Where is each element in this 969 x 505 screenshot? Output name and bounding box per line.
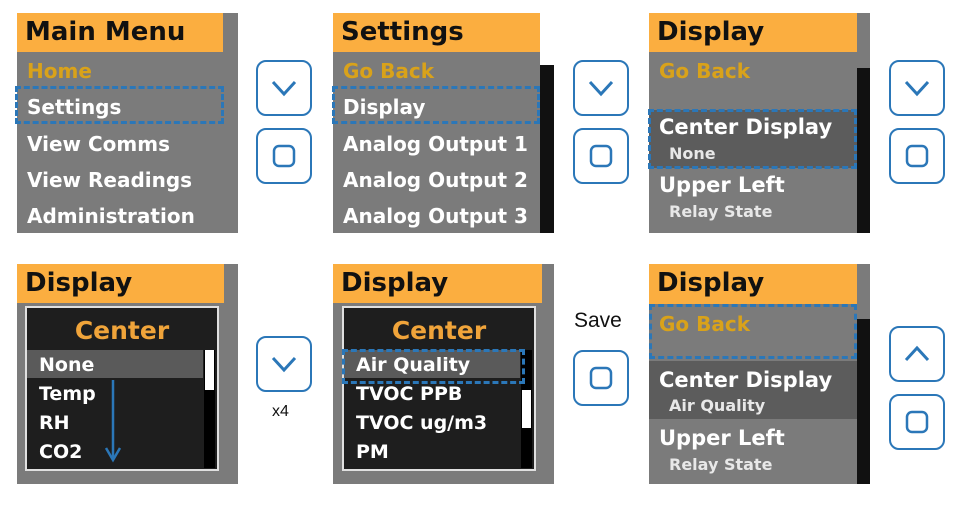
center-display-label[interactable]: Center Display xyxy=(659,368,833,392)
option-air-quality[interactable]: Air Quality xyxy=(356,354,471,376)
display-screen: Display Go Back Center Display None Uppe… xyxy=(649,13,870,233)
chevron-down-icon xyxy=(588,80,614,97)
enter-square-icon xyxy=(905,410,929,434)
scrollbar-track xyxy=(857,68,870,233)
screen-title: Display xyxy=(649,264,857,304)
option-tvoc-ppb[interactable]: TVOC PPB xyxy=(356,383,463,405)
display-center-popup-screen: Display Center Air Quality TVOC PPB TVOC… xyxy=(333,264,554,484)
down-button[interactable] xyxy=(889,60,945,116)
menu-item-administration[interactable]: Administration xyxy=(27,204,195,228)
enter-button[interactable] xyxy=(573,128,629,184)
screen-title: Display xyxy=(649,13,857,52)
menu-item-go-back[interactable]: Go Back xyxy=(343,59,435,83)
option-tvoc-ugm3[interactable]: TVOC ug/m3 xyxy=(356,412,488,434)
selected-option-background xyxy=(344,350,520,378)
screen-title: Main Menu xyxy=(17,13,223,52)
chevron-down-icon xyxy=(271,356,297,373)
center-options-popup: Center None Temp RH CO2 xyxy=(25,306,219,471)
enter-button[interactable] xyxy=(889,394,945,450)
enter-square-icon xyxy=(272,144,296,168)
upper-left-value: Relay State xyxy=(669,455,773,474)
enter-square-icon xyxy=(589,144,613,168)
chevron-down-icon xyxy=(904,80,930,97)
option-pm[interactable]: PM xyxy=(356,441,389,463)
menu-item-view-comms[interactable]: View Comms xyxy=(27,132,170,156)
option-temp[interactable]: Temp xyxy=(39,383,96,405)
save-label: Save xyxy=(574,309,622,332)
scrollbar-track xyxy=(540,65,554,233)
menu-item-analog-output-3[interactable]: Analog Output 3 xyxy=(343,204,528,228)
menu-item-go-back[interactable]: Go Back xyxy=(659,59,751,83)
option-rh[interactable]: RH xyxy=(39,412,70,434)
upper-left-label[interactable]: Upper Left xyxy=(659,173,785,197)
screen-title: Display xyxy=(17,264,224,303)
menu-item-view-readings[interactable]: View Readings xyxy=(27,168,193,192)
down-button[interactable] xyxy=(573,60,629,116)
scroll-down-arrow-icon xyxy=(104,380,122,463)
selected-row-background xyxy=(649,361,857,419)
menu-item-analog-output-1[interactable]: Analog Output 1 xyxy=(343,132,528,156)
screen-title: Settings xyxy=(333,13,540,52)
selection-highlight xyxy=(332,86,540,124)
chevron-down-icon xyxy=(271,80,297,97)
selection-highlight xyxy=(15,86,224,124)
selection-highlight xyxy=(649,304,857,359)
selected-row-background xyxy=(649,110,857,168)
upper-left-value: Relay State xyxy=(669,202,773,221)
down-button[interactable] xyxy=(256,336,312,392)
display-screen: Display Go Back Center Display Air Quali… xyxy=(649,264,870,484)
scrollbar-track xyxy=(857,319,870,484)
menu-item-analog-output-2[interactable]: Analog Output 2 xyxy=(343,168,528,192)
selected-option-background xyxy=(27,350,203,378)
enter-button[interactable] xyxy=(889,128,945,184)
menu-item-go-back[interactable]: Go Back xyxy=(659,312,751,336)
down-button[interactable] xyxy=(256,60,312,116)
popup-scrollbar-thumb[interactable] xyxy=(205,350,214,390)
popup-scrollbar-thumb[interactable] xyxy=(522,390,531,428)
repeat-count-label: x4 xyxy=(272,403,289,420)
scrollbar-thumb[interactable] xyxy=(540,13,554,65)
up-button[interactable] xyxy=(889,326,945,382)
menu-item-display[interactable]: Display xyxy=(343,95,426,119)
popup-title: Center xyxy=(74,316,170,345)
display-center-popup-screen: Display Center None Temp RH CO2 xyxy=(17,264,238,484)
screen-title: Display xyxy=(333,264,542,303)
selection-highlight xyxy=(342,349,525,384)
enter-square-icon xyxy=(905,144,929,168)
center-display-value: Air Quality xyxy=(669,396,766,415)
selection-highlight xyxy=(648,109,857,169)
center-display-value: None xyxy=(669,144,716,163)
menu-item-settings[interactable]: Settings xyxy=(27,95,122,119)
center-display-label[interactable]: Center Display xyxy=(659,115,833,139)
option-none[interactable]: None xyxy=(39,354,95,376)
enter-button[interactable] xyxy=(256,128,312,184)
center-options-popup: Center Air Quality TVOC PPB TVOC ug/m3 P… xyxy=(342,306,536,471)
save-enter-button[interactable] xyxy=(573,350,629,406)
option-co2[interactable]: CO2 xyxy=(39,441,83,463)
enter-square-icon xyxy=(589,366,613,390)
upper-left-label[interactable]: Upper Left xyxy=(659,426,785,450)
menu-item-home[interactable]: Home xyxy=(27,59,92,83)
popup-scrollbar-track xyxy=(204,350,215,468)
chevron-up-icon xyxy=(904,345,930,362)
popup-title: Center xyxy=(391,316,487,345)
